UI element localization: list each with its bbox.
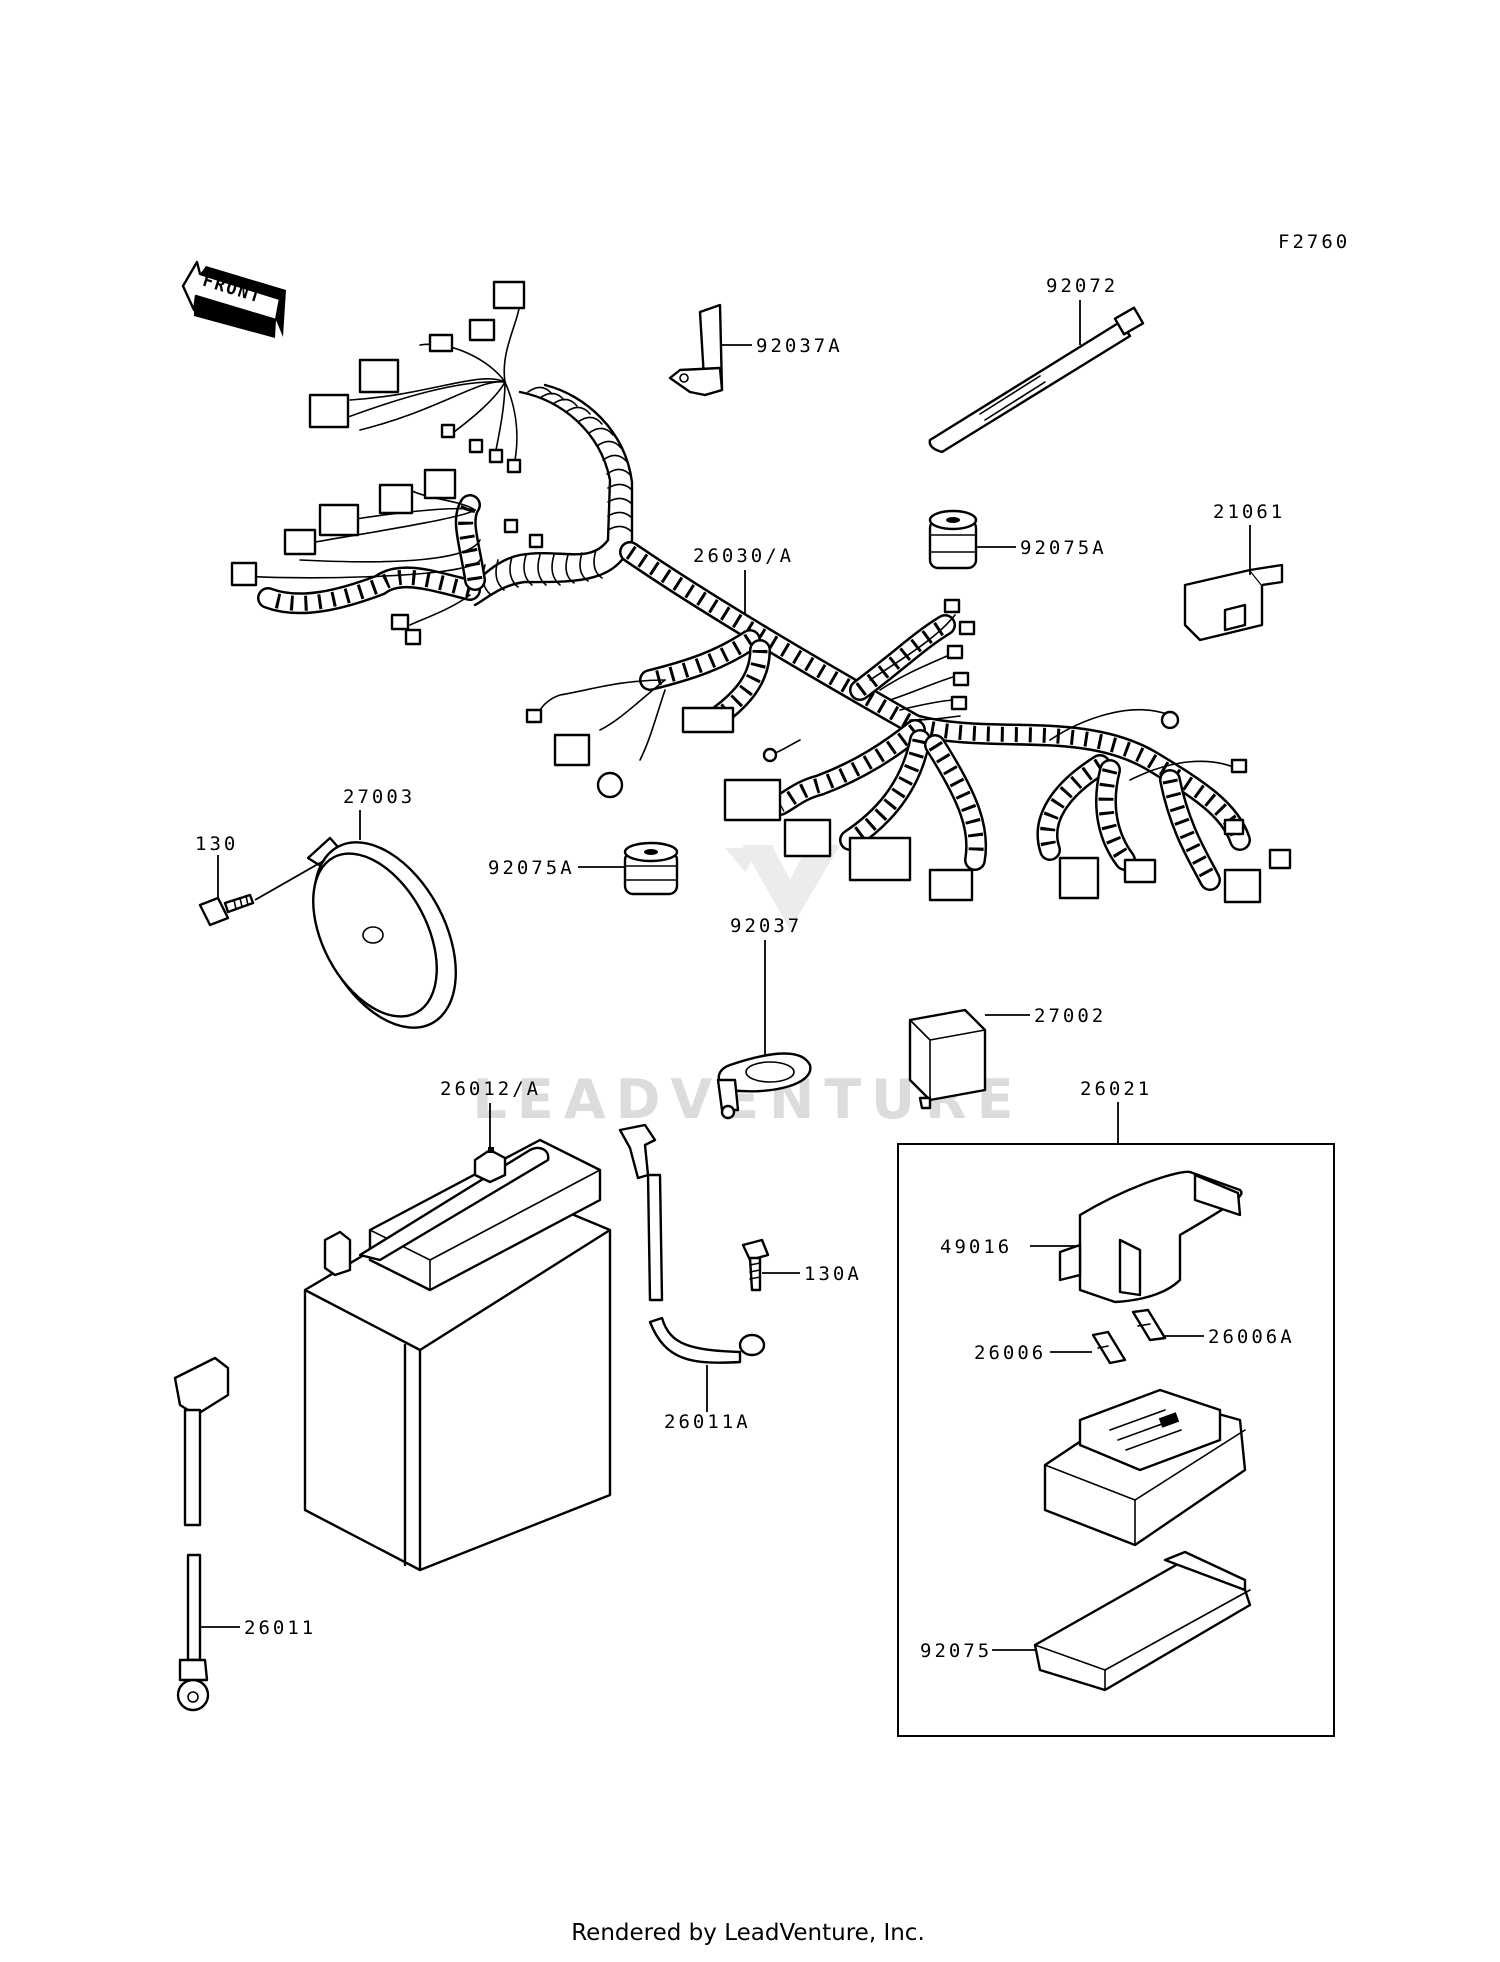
bolt-130a xyxy=(741,1238,770,1292)
connector xyxy=(492,280,526,310)
terminal xyxy=(958,620,976,636)
connector xyxy=(318,503,360,537)
terminal xyxy=(506,458,522,474)
connector xyxy=(1058,856,1100,900)
label-26006: 26006 xyxy=(974,1342,1046,1364)
bolt-130 xyxy=(198,893,255,927)
terminal xyxy=(440,423,456,439)
grommet-92075a-top xyxy=(928,509,978,570)
connector xyxy=(681,706,735,734)
front-arrow-icon: FRONT xyxy=(181,260,286,338)
terminal xyxy=(525,708,543,724)
cable-26011a xyxy=(618,1123,766,1364)
terminal xyxy=(946,644,964,660)
connector xyxy=(848,836,912,882)
label-92037a: 92037A xyxy=(756,335,843,357)
fuse-box-cover-92075 xyxy=(1033,1550,1252,1692)
connector xyxy=(428,333,454,353)
ring-terminal xyxy=(1160,710,1180,730)
grommet xyxy=(596,771,624,799)
clamp-92037 xyxy=(716,1052,812,1120)
clamp-92037a xyxy=(668,303,724,397)
connector xyxy=(378,483,414,515)
connector xyxy=(358,358,400,394)
diagram-code: F2760 xyxy=(1278,231,1350,253)
terminal xyxy=(950,695,968,711)
connector xyxy=(553,733,591,767)
terminal xyxy=(1268,848,1292,870)
connector xyxy=(1223,868,1262,904)
terminal xyxy=(404,628,422,646)
label-92072: 92072 xyxy=(1046,275,1118,297)
label-26011: 26011 xyxy=(244,1617,316,1639)
terminal xyxy=(488,448,504,464)
label-26012a: 26012/A xyxy=(440,1078,541,1100)
terminal xyxy=(762,747,778,763)
connector xyxy=(468,318,496,342)
label-27003: 27003 xyxy=(343,786,415,808)
label-49016: 49016 xyxy=(940,1236,1012,1258)
connector xyxy=(928,868,974,902)
fuse-box-group-frame xyxy=(897,1143,1335,1737)
label-27002: 27002 xyxy=(1034,1005,1106,1027)
label-130a: 130A xyxy=(804,1263,862,1285)
label-92075: 92075 xyxy=(920,1640,992,1662)
footer-credit: Rendered by LeadVenture, Inc. xyxy=(571,1920,925,1946)
label-26021: 26021 xyxy=(1080,1078,1152,1100)
connector xyxy=(783,818,832,858)
fuse-box-cover-49016 xyxy=(1058,1170,1243,1304)
relay-27002 xyxy=(908,1008,987,1110)
connector xyxy=(283,528,317,556)
horn-27003 xyxy=(306,836,457,1029)
terminal xyxy=(468,438,484,454)
connector xyxy=(230,561,258,587)
terminal xyxy=(503,518,519,534)
label-92075a-top: 92075A xyxy=(1020,537,1107,559)
terminal xyxy=(952,671,970,687)
terminal xyxy=(1230,758,1248,774)
connector xyxy=(1123,858,1157,884)
terminal xyxy=(943,598,961,614)
grommet-92075a-mid xyxy=(623,841,679,896)
label-130: 130 xyxy=(195,833,238,855)
connector xyxy=(308,393,350,429)
label-26011a: 26011A xyxy=(664,1411,751,1433)
terminal xyxy=(1223,818,1245,836)
battery-26012a xyxy=(303,1138,612,1572)
fuse-26006a xyxy=(1131,1308,1167,1342)
label-26030a: 26030/A xyxy=(693,545,794,567)
label-92037: 92037 xyxy=(730,915,802,937)
connector xyxy=(423,468,457,500)
connector xyxy=(723,778,782,822)
label-92075a-mid: 92075A xyxy=(488,857,575,879)
terminal xyxy=(528,533,544,549)
fuse-26006 xyxy=(1091,1330,1127,1365)
cable-26011 xyxy=(173,1356,230,1712)
wiring-harness xyxy=(230,280,1292,904)
terminal xyxy=(390,613,410,631)
cable-tie-92072 xyxy=(928,306,1145,454)
cap-21061 xyxy=(1183,563,1284,642)
label-21061: 21061 xyxy=(1213,501,1285,523)
label-26006a: 26006A xyxy=(1208,1326,1295,1348)
fuse-box-body xyxy=(1043,1388,1247,1547)
